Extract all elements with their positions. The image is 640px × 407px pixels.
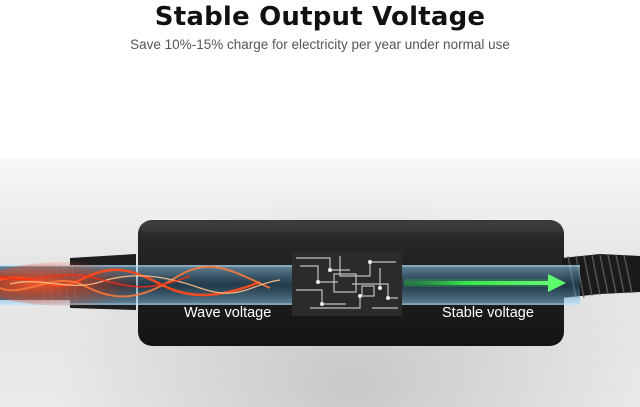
wave-voltage-label: Wave voltage [184,305,272,321]
adapter-illustration [0,220,640,346]
circuit-board [292,252,402,316]
stable-voltage-label: Stable voltage [442,305,534,321]
arrow-head-icon [548,274,566,292]
header-section: Stable Output Voltage Save 10%-15% charg… [0,0,640,158]
page-subtitle: Save 10%-15% charge for electricity per … [130,37,510,52]
wave-voltage-beam [0,262,281,306]
product-photo: Wave voltage Stable voltage [0,158,640,407]
page-title: Stable Output Voltage [154,2,486,32]
stable-voltage-beam [404,274,566,292]
output-cable [562,254,640,299]
